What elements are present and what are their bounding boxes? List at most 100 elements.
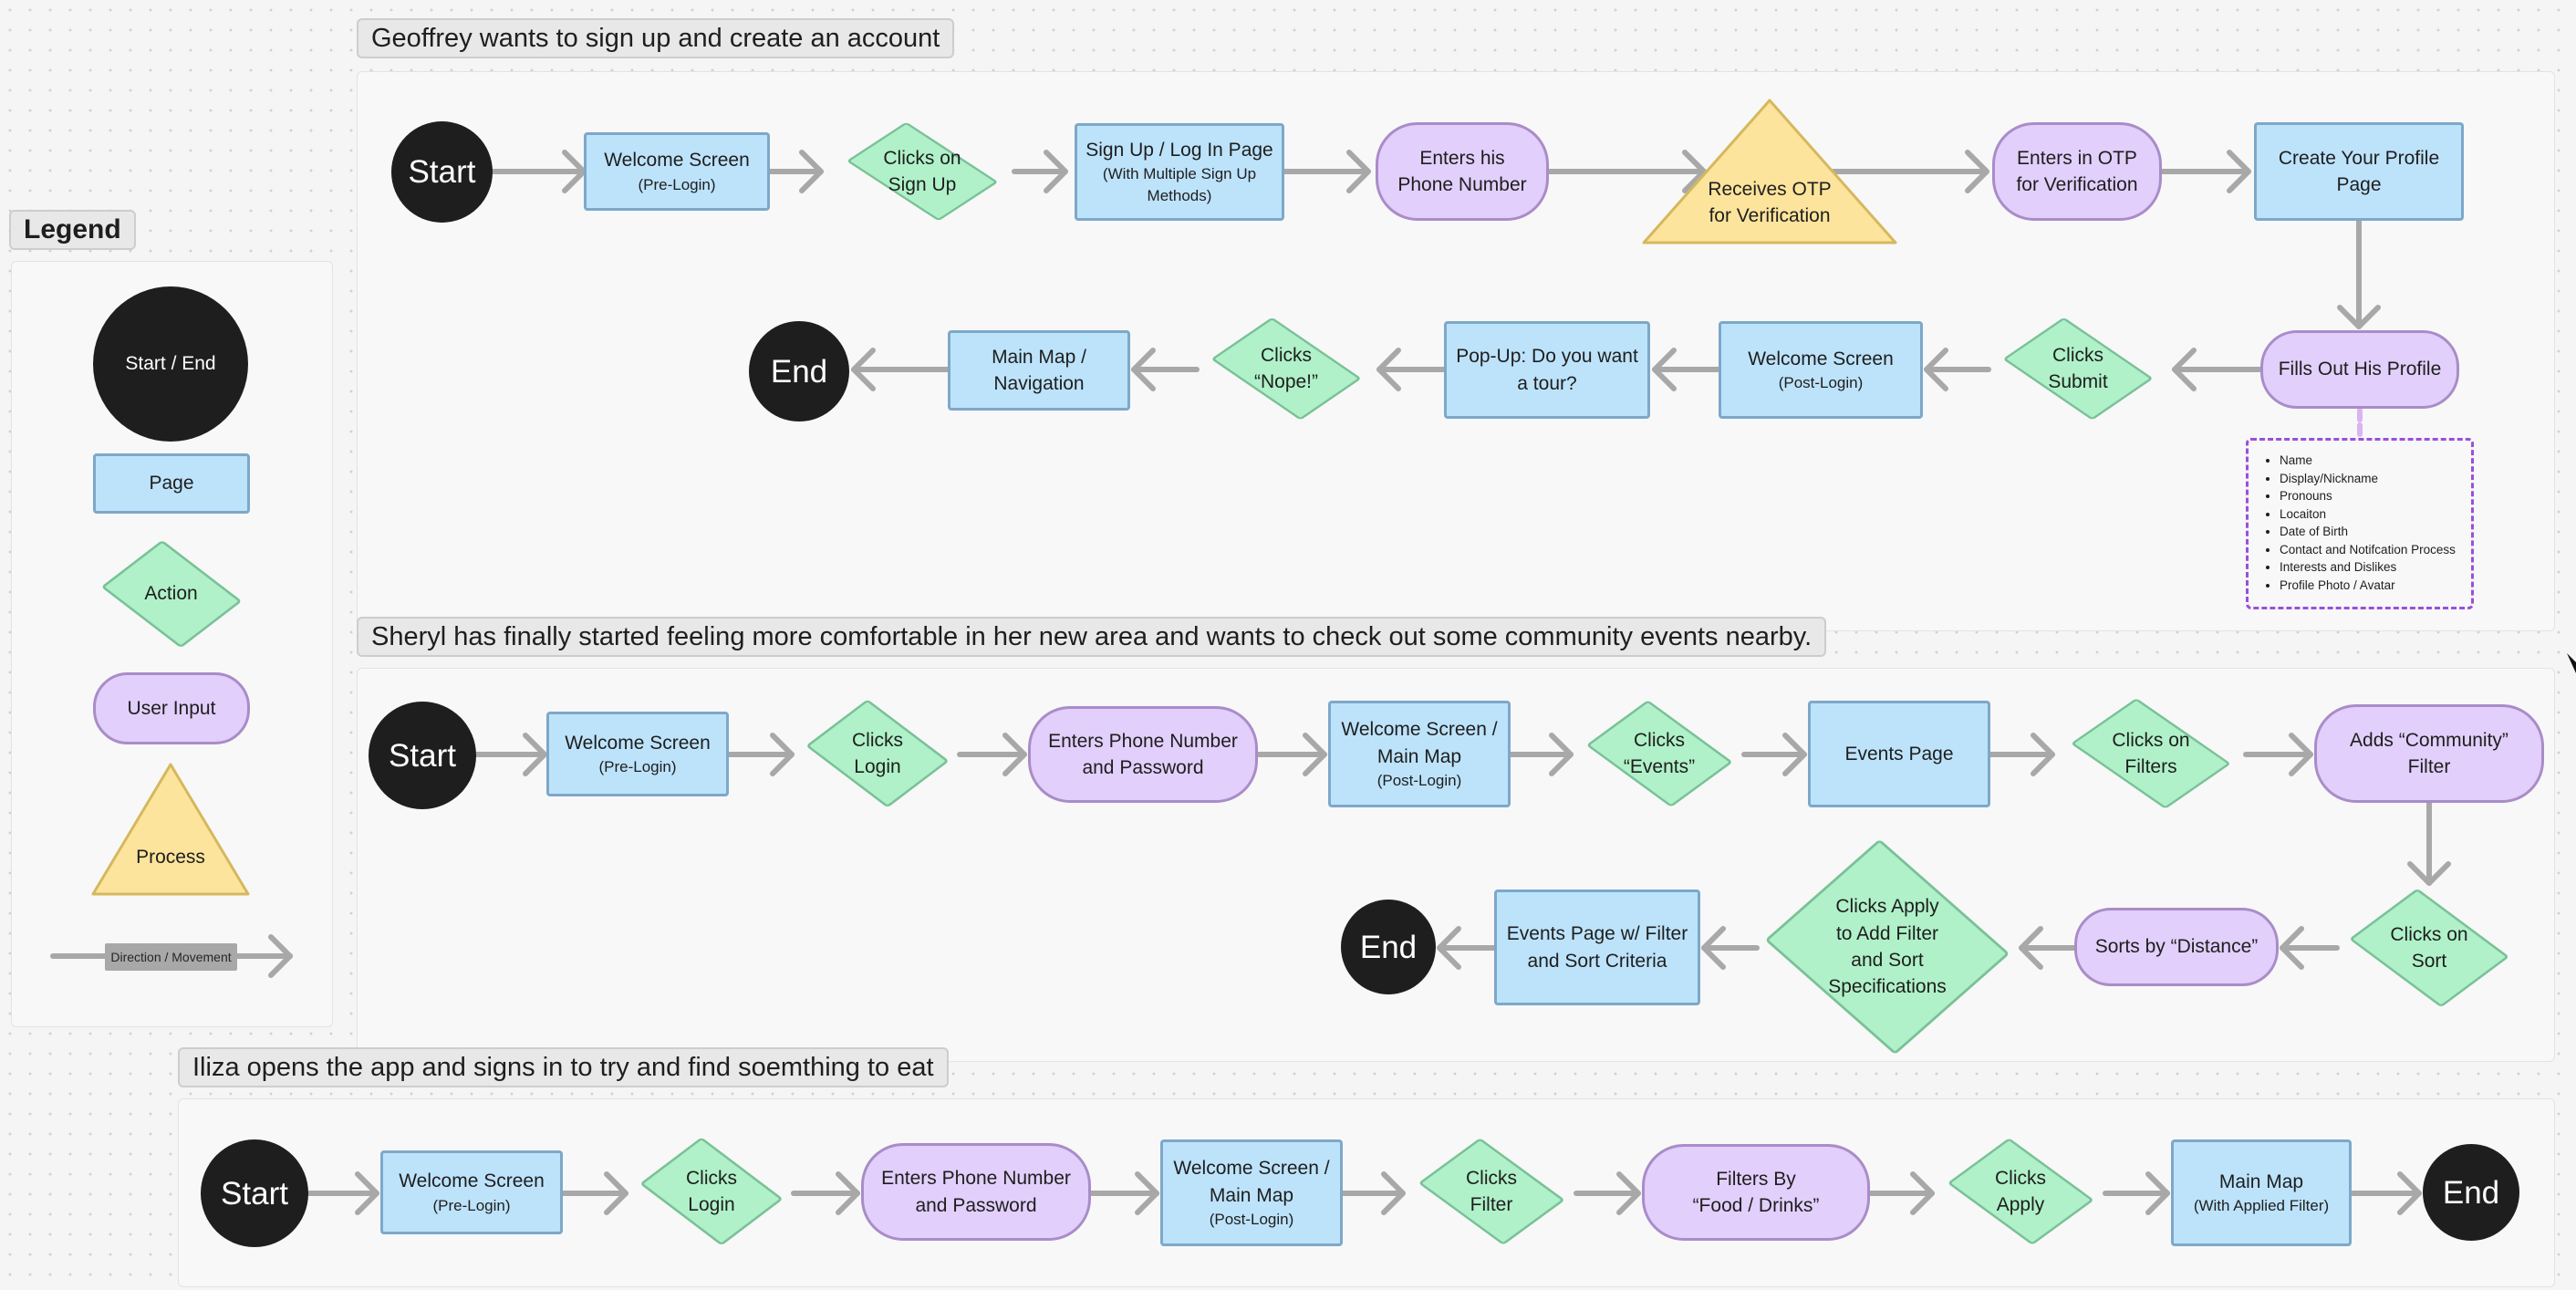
legend-process-shape: Process [89,761,252,898]
legend-start-end-label: Start / End [125,353,216,375]
flow3-filters-food-drinks: Filters By“Food / Drinks” [1642,1144,1870,1241]
flow3-food-label-1: Filters By [1716,1168,1796,1190]
legend-action-shape: Action [91,533,251,655]
flow2-welcome-sublabel: (Pre-Login) [598,758,677,776]
flow1-main-map: Main Map /Navigation [948,330,1130,411]
flow1-signup-page-label-2: (With Multiple Sign Up [1102,165,1257,183]
flow2-mainmap-label-1: Welcome Screen / [1341,719,1498,741]
flow3-result-label-2: (With Applied Filter) [2193,1197,2330,1215]
flow1-nope-label-2: “Nope!” [1253,371,1319,392]
profile-field-item: Name [2280,452,2458,470]
flow3-mainmap-label-1: Welcome Screen / [1173,1158,1330,1180]
flow3-start: Start [201,1139,308,1247]
profile-field-item: Pronouns [2280,487,2458,505]
legend-title: Legend [9,210,136,250]
flow2-filters-label-1: Clicks on [2112,729,2190,751]
arrowhead-icon [604,1171,628,1215]
flow2-end-label: End [1359,929,1418,965]
profile-field-item: Interests and Dislikes [2280,558,2458,577]
flow1-enter-otp-label-1: Enters in OTP [2017,147,2137,169]
flow2-mainmap-label-3: (Post-Login) [1376,771,1462,789]
flow1-profile-fields-list: Name Display/Nickname Pronouns Locaiton … [2261,452,2458,594]
arrowhead-icon [1131,348,1156,391]
arrowhead-icon [1965,150,1989,193]
flow1-fills-profile-label: Fills Out His Profile [2278,359,2442,380]
flow2-login-label-2: Login [854,756,901,777]
flow1-end-label: End [770,353,828,390]
flow3-filter-label-1: Clicks [1466,1167,1517,1189]
arrowhead-icon [355,1171,379,1215]
flow2-mainmap-label-2: Main Map [1376,745,1462,767]
flow3-result-label-1: Main Map [2218,1170,2304,1192]
flow1-welcome-post-login: Welcome Screen(Post-Login) [1719,321,1923,419]
flow2-phone-label-2: and Password [1082,757,1204,778]
arrowhead-icon [1346,150,1371,193]
flow2-community-label-2: Filter [2407,756,2451,777]
arrowhead-icon [2397,1171,2422,1215]
arrowhead-icon [1682,150,1707,193]
arrowhead-icon [1002,733,1027,776]
flow2-welcome-label: Welcome Screen [565,732,711,754]
flow2-sort-label-2: Sort [2411,951,2447,972]
legend-user-input-label: User Input [127,697,216,719]
flow1-popup-label-1: Pop-Up: Do you want [1456,346,1638,368]
flow2-adds-community-filter: Adds “Community” Filter [2314,704,2544,803]
arrowhead-icon [1135,1171,1159,1215]
flow2-sort-label-1: Clicks on [2390,923,2468,945]
legend-process-label: Process [136,847,205,869]
arrowhead-icon [2289,733,2313,776]
legend-page-shape: Page [93,453,250,514]
arrowhead-icon [268,934,293,978]
flow2-clicks-sort: Clicks on Sort [2337,879,2521,1016]
profile-field-item: Profile Photo / Avatar [2280,577,2458,595]
arrowhead-icon [2172,348,2197,391]
flow1-otp-label-1: Receives OTP [1708,178,1832,200]
arrowhead-icon [1924,348,1948,391]
flow1-title: Geoffrey wants to sign up and create an … [357,18,955,58]
flow3-welcome-label: Welcome Screen [399,1170,545,1192]
flow3-login-label-2: Login [688,1194,735,1215]
legend-direction-label: Direction / Movement [105,943,237,971]
arrowhead-icon [836,1171,860,1215]
flow2-sorts-distance: Sorts by “Distance” [2074,908,2279,986]
flow2-events-label-1: Clicks [1634,729,1685,751]
flow2-title: Sheryl has finally started feeling more … [357,617,1827,657]
flow1-fills-profile: Fills Out His Profile [2260,330,2459,409]
flow3-end-label: End [2442,1174,2500,1211]
profile-field-item: Contact and Notifcation Process [2280,541,2458,559]
flow1-enters-otp: Enters in OTP for Verification [1992,122,2162,221]
flow2-phone-label-1: Enters Phone Number [1048,730,1238,752]
flow3-main-map: Welcome Screen / Main Map (Post-Login) [1160,1139,1343,1246]
profile-field-item: Date of Birth [2280,523,2458,541]
flow3-mainmap-label-2: Main Map [1209,1184,1294,1206]
flow1-submit-label-2: Submit [2048,371,2108,392]
flow2-events-page: Events Page [1808,701,1990,807]
flow3-login-label-1: Clicks [686,1167,737,1189]
flow2-start: Start [369,702,476,809]
flow2-end: End [1341,900,1436,994]
flow1-enter-otp-label-2: for Verification [2016,174,2138,195]
arrowhead-icon [523,733,547,776]
flow3-mainmap-label-3: (Post-Login) [1209,1210,1294,1228]
flow1-submit-label-1: Clicks [2051,344,2103,366]
flow2-community-label-1: Adds “Community” [2350,729,2508,751]
flow1-signup-page: Sign Up / Log In Page(With Multiple Sign… [1075,123,1284,221]
flow1-create-profile-label-2: Page [2336,174,2382,195]
flow1-clicks-signup-label-1: Clicks on [883,147,961,169]
flow1-popup-label-2: a tour? [1517,372,1577,394]
flow1-mainmap-label-2: Navigation [993,373,1085,394]
flow2-login-label-1: Clicks [852,729,903,751]
arrowhead-icon [1376,348,1401,391]
profile-field-item: Display/Nickname [2280,470,2458,488]
flow2-clicks-events: Clicks“Events” [1574,692,1744,816]
arrowhead-icon [2019,926,2043,970]
arrowhead-icon [2227,150,2251,193]
